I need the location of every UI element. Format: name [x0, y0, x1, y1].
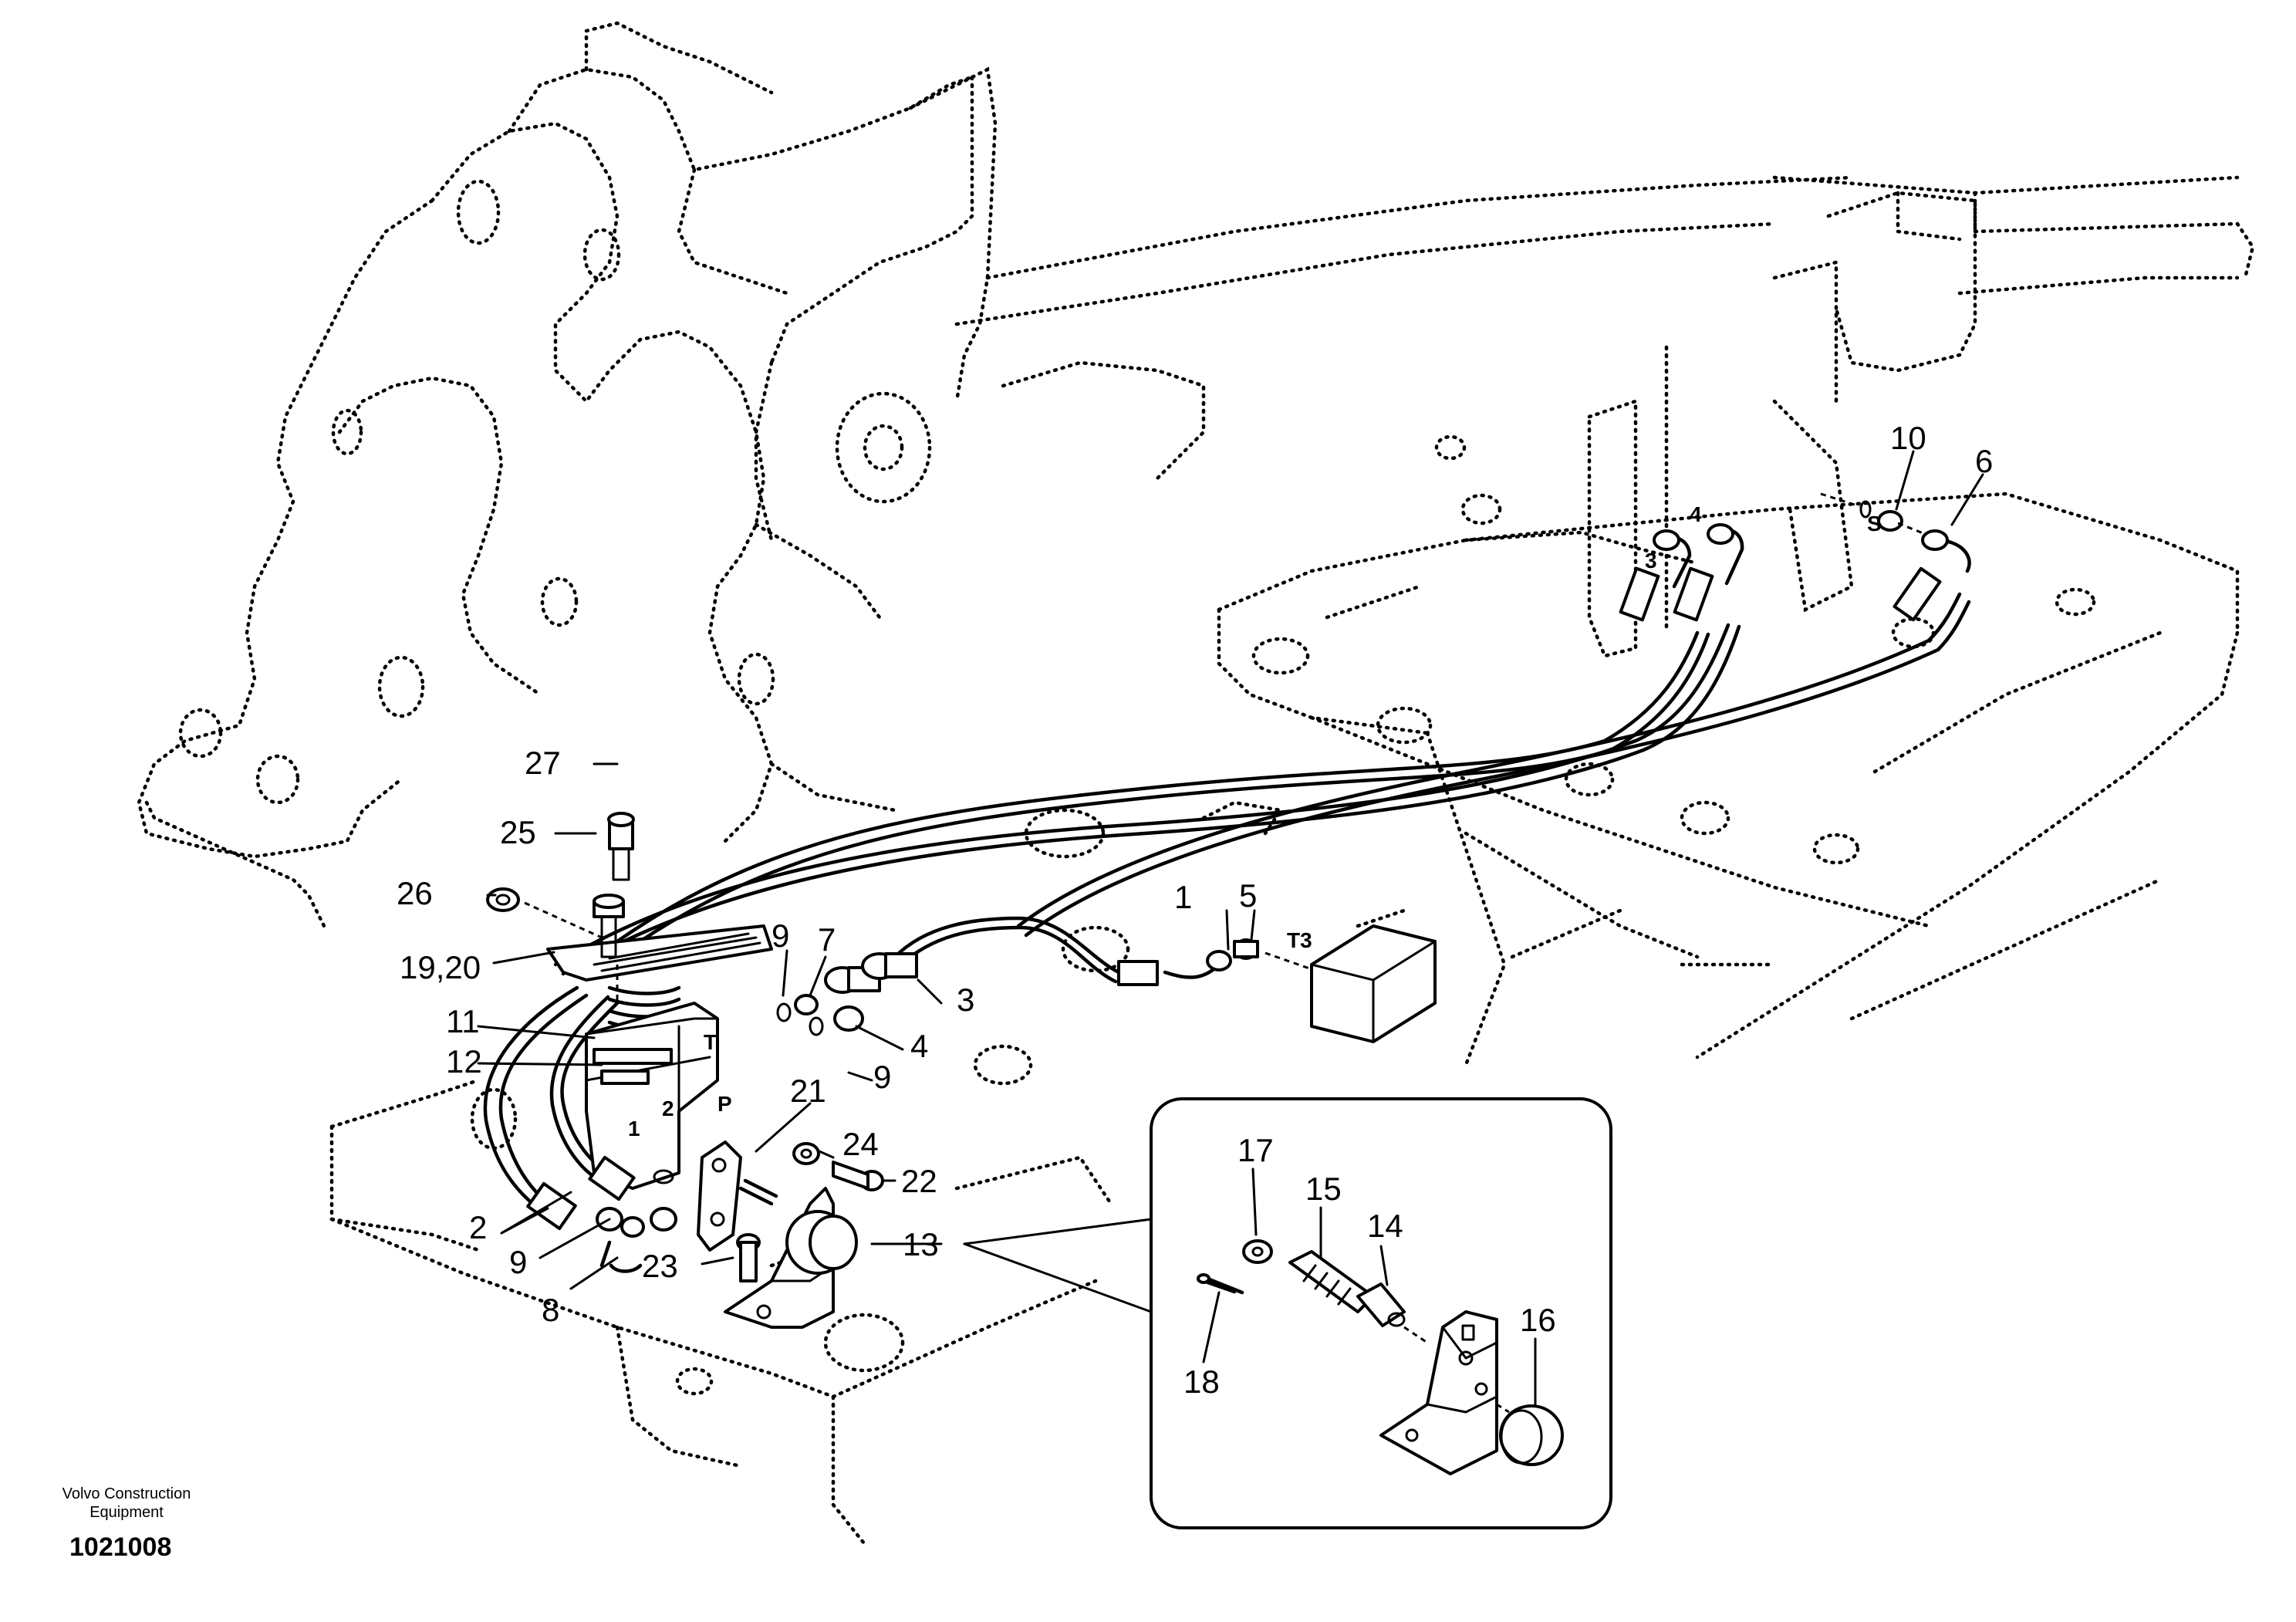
callout-27: 27 — [525, 745, 561, 781]
callout-9c: 9 — [873, 1059, 891, 1095]
callout-8: 8 — [542, 1292, 559, 1328]
callout-19-20: 19,20 — [400, 949, 481, 985]
callout-4: 4 — [910, 1028, 928, 1064]
leader-lines — [477, 450, 1984, 1406]
port-3: 3 — [1645, 549, 1657, 573]
callout-7: 7 — [818, 921, 836, 958]
callout-15: 15 — [1305, 1171, 1342, 1207]
upper-fittings — [776, 492, 1971, 1043]
port-4: 4 — [1690, 502, 1702, 526]
company-name-line2: Equipment — [89, 1504, 164, 1521]
callout-21: 21 — [790, 1073, 826, 1109]
brackets-and-bolts — [486, 812, 884, 1329]
port-2: 2 — [662, 1097, 674, 1120]
callout-1: 1 — [1174, 879, 1192, 915]
callout-14: 14 — [1367, 1208, 1403, 1244]
port-s: S — [1867, 512, 1882, 536]
callout-12: 12 — [446, 1043, 482, 1080]
callout-9b: 9 — [772, 917, 789, 954]
callout-26: 26 — [397, 875, 433, 911]
callout-25: 25 — [500, 814, 536, 850]
callout-23: 23 — [642, 1248, 678, 1284]
callout-labels: 1 2 3 4 5 6 7 8 9 9 9 10 11 12 13 14 15 … — [397, 420, 1993, 1400]
company-name-line1: Volvo Construction — [62, 1485, 191, 1502]
port-p: P — [718, 1092, 732, 1116]
callout-13: 13 — [903, 1226, 939, 1262]
callout-6: 6 — [1975, 443, 1993, 479]
frame-structure — [137, 21, 2255, 1546]
callout-3: 3 — [957, 982, 974, 1018]
callout-18: 18 — [1183, 1363, 1220, 1400]
callout-24: 24 — [842, 1126, 879, 1162]
callout-22: 22 — [901, 1163, 937, 1199]
callout-17: 17 — [1237, 1132, 1274, 1168]
callout-10: 10 — [1890, 420, 1926, 456]
callout-5: 5 — [1239, 877, 1257, 914]
pedal-valve — [526, 924, 773, 1273]
callout-16: 16 — [1520, 1302, 1556, 1338]
port-1: 1 — [628, 1117, 640, 1140]
hoses — [483, 592, 1971, 1203]
detail-inset — [1150, 1097, 1612, 1529]
callout-11: 11 — [446, 1003, 480, 1039]
callout-2: 2 — [469, 1209, 487, 1245]
port-t: T — [704, 1030, 717, 1054]
right-valve-bracket — [1587, 191, 1977, 658]
callout-9a: 9 — [509, 1244, 527, 1280]
footer: Volvo Construction Equipment 1021008 — [62, 1485, 191, 1562]
port-t3: T3 — [1287, 928, 1312, 952]
port-marks: T3 S T P 1 2 3 4 — [628, 502, 1882, 1140]
drawing-number: 1021008 — [69, 1532, 171, 1562]
